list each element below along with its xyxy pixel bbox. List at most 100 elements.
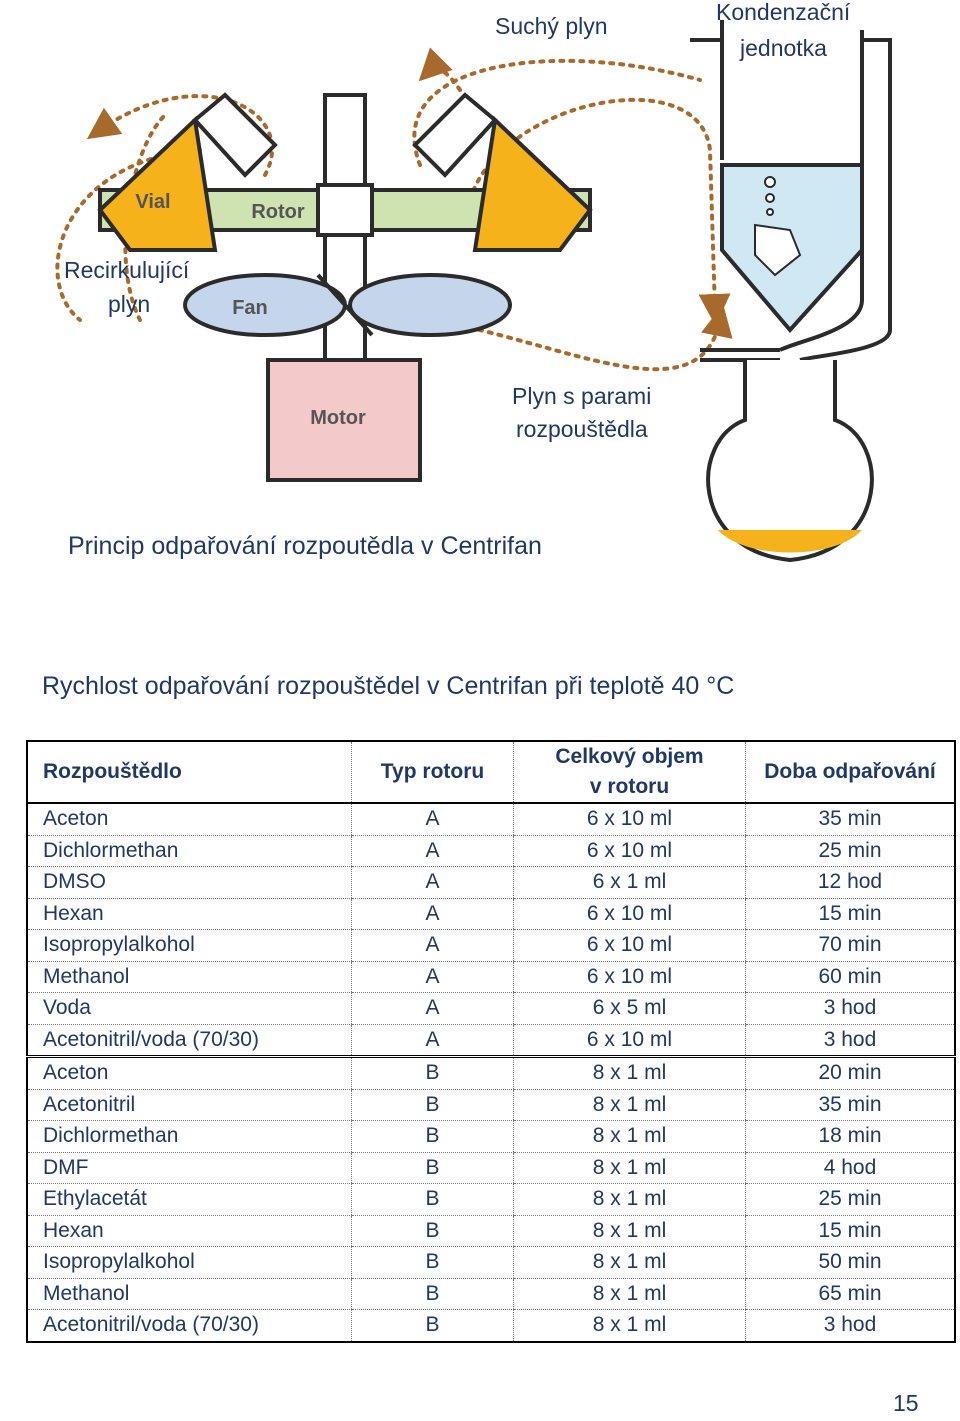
cell-rotor-type: A [351,992,514,1025]
cell-rotor-type: B [351,1309,514,1342]
cell-volume: 8 x 1 ml [513,1309,746,1342]
cell-solvent: Voda [27,992,352,1025]
cell-rotor-type: B [351,1183,514,1216]
cell-time: 50 min [745,1246,955,1279]
cell-solvent: Methanol [27,961,352,993]
motor-label: Motor [310,407,366,429]
cell-time: 65 min [745,1278,955,1310]
col-header-time: Doba odpařování [745,741,955,804]
condenser [690,20,892,362]
motor-box [266,358,422,482]
cell-rotor-type: A [351,961,514,993]
cell-rotor-type: B [351,1152,514,1184]
cell-volume: 8 x 1 ml [513,1056,746,1090]
fan-label: Fan [232,297,268,319]
cell-rotor-type: A [351,835,514,867]
cell-rotor-type: A [351,929,514,962]
cell-solvent: Dichlormethan [27,835,352,867]
cell-volume: 8 x 1 ml [513,1089,746,1121]
cell-solvent: Hexan [27,1215,352,1247]
cell-solvent: Aceton [27,1056,352,1090]
vial-left [97,92,278,252]
col-header-solvent: Rozpouštědlo [27,741,352,804]
cell-rotor-type: B [351,1278,514,1310]
cell-solvent: Acetonitril [27,1089,352,1121]
cell-volume: 6 x 10 ml [513,898,746,930]
cell-volume: 6 x 10 ml [513,1024,746,1058]
cell-volume: 6 x 10 ml [513,929,746,962]
page-number: 15 [893,1390,919,1416]
cell-rotor-type: A [351,866,514,899]
vapor-label-line1: Plyn s parami [512,383,652,409]
cell-time: 18 min [745,1120,955,1153]
cell-rotor-type: A [351,1024,514,1058]
condenser-label-line2: jednotka [740,35,827,61]
cell-volume: 8 x 1 ml [513,1215,746,1247]
cell-time: 60 min [745,961,955,993]
recirc-label-line2: plyn [108,291,151,317]
cell-volume: 8 x 1 ml [513,1183,746,1216]
col-header-volume: Celkový objem v rotoru [513,741,746,804]
vial-right [412,92,593,252]
table-title: Rychlost odpařování rozpouštědel v Centr… [42,672,735,700]
cell-volume: 6 x 10 ml [513,835,746,867]
vial-label: Vial [135,191,170,213]
cell-solvent: Methanol [27,1278,352,1310]
cell-solvent: Hexan [27,898,352,930]
cell-volume: 8 x 1 ml [513,1120,746,1153]
cell-time: 12 hod [745,866,955,899]
cell-solvent: Ethylacetát [27,1183,352,1216]
cell-time: 70 min [745,929,955,962]
cell-rotor-type: B [351,1246,514,1279]
cell-volume: 6 x 10 ml [513,961,746,993]
cell-solvent: Isopropylalkohol [27,1246,352,1279]
cell-volume: 6 x 5 ml [513,992,746,1025]
rotor-label: Rotor [251,201,305,223]
cell-rotor-type: B [351,1089,514,1121]
cell-solvent: Isopropylalkohol [27,929,352,962]
cell-rotor-type: B [351,1056,514,1090]
cell-rotor-type: A [351,803,514,836]
evaporation-table: Rozpouštědlo Typ rotoru Celkový objem v … [26,740,956,1343]
table-header-row: Rozpouštědlo Typ rotoru Celkový objem v … [27,741,955,804]
cell-solvent: DMF [27,1152,352,1184]
col-header-volume-line1: Celkový objem [555,745,704,768]
cell-time: 3 hod [745,1309,955,1342]
crystals [754,176,802,277]
condenser-label-line1: Kondenzační [716,0,851,25]
cell-time: 4 hod [745,1152,955,1184]
cell-volume: 8 x 1 ml [513,1152,746,1184]
cell-time: 25 min [745,835,955,867]
cell-time: 3 hod [745,1024,955,1058]
collection-flask [706,360,874,563]
centrifan-diagram: Vial Rotor Fan Motor [55,20,892,563]
cell-time: 35 min [745,803,955,836]
cell-solvent: Acetonitril/voda (70/30) [27,1024,352,1058]
cell-volume: 6 x 1 ml [513,866,746,899]
fan-right [348,273,512,337]
cell-rotor-type: A [351,898,514,930]
dry-gas-label: Suchý plyn [495,13,608,39]
cell-volume: 6 x 10 ml [513,803,746,836]
diagram-caption: Princip odpařování rozpoutědla v Centrif… [68,532,542,560]
cell-solvent: DMSO [27,866,352,899]
col-header-rotor-type: Typ rotoru [351,741,514,804]
cell-rotor-type: B [351,1120,514,1153]
cell-time: 15 min [745,1215,955,1247]
cell-solvent: Acetonitril/voda (70/30) [43,1313,259,1337]
cell-solvent: Dichlormethan [27,1120,352,1153]
